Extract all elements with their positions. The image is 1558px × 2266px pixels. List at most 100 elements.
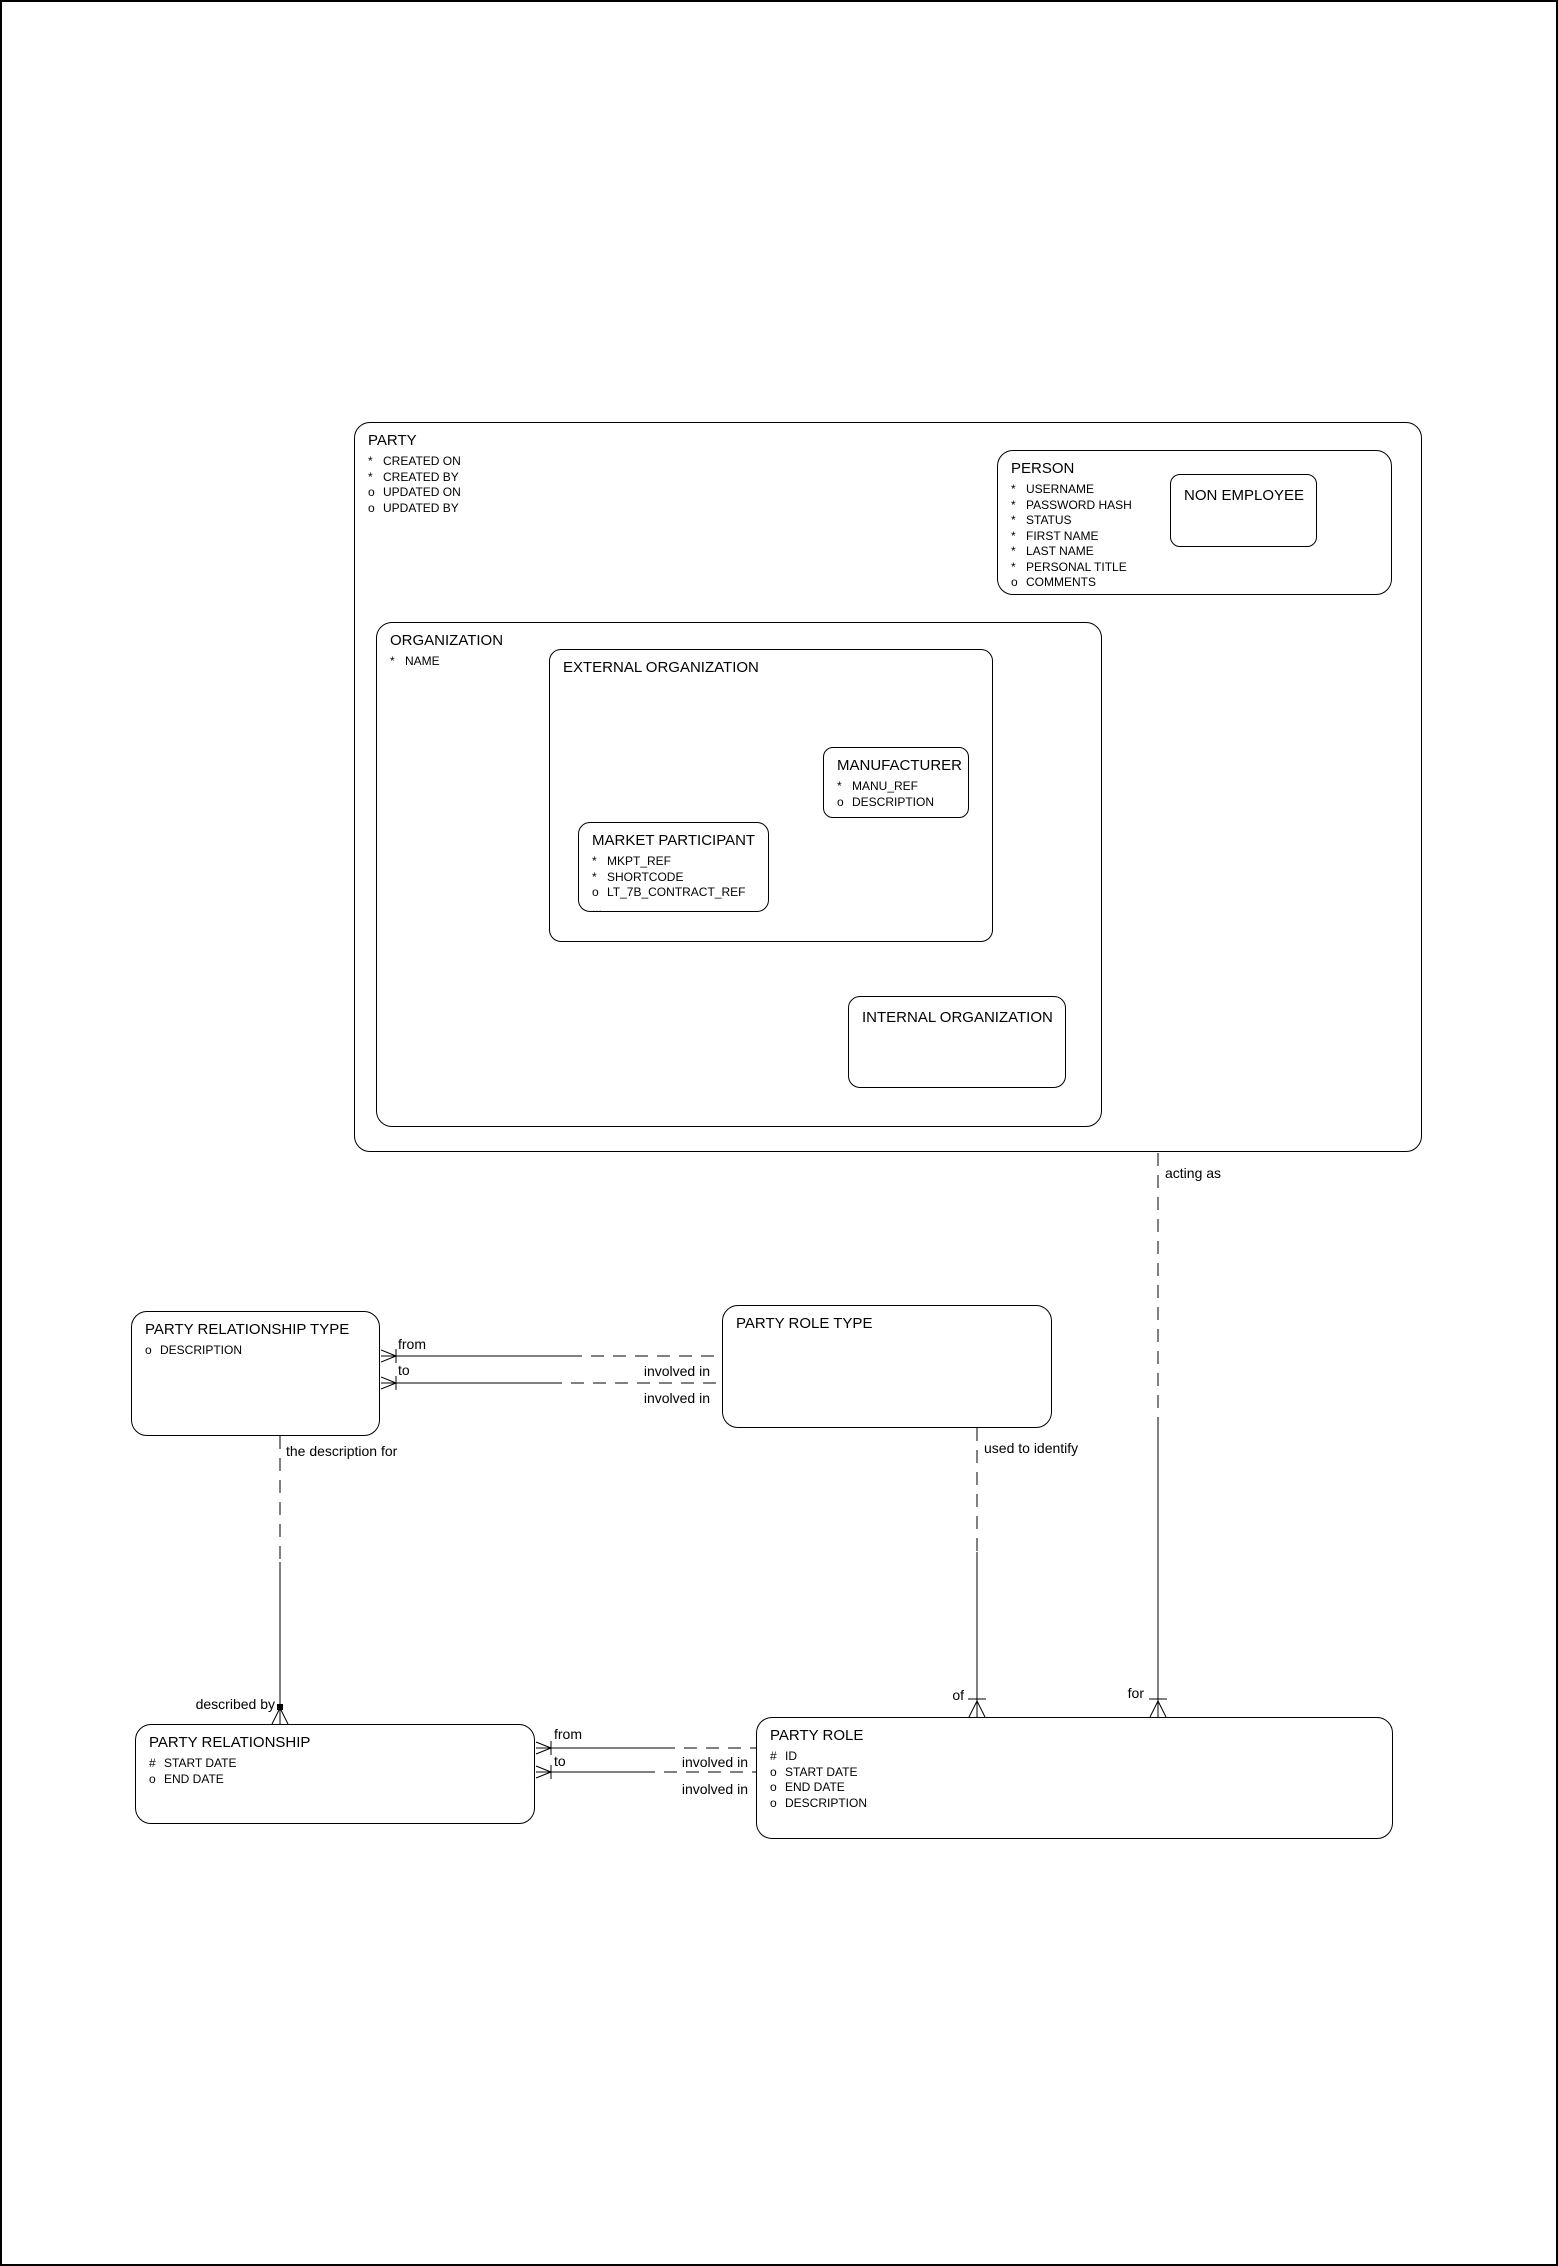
attr-marker: *: [1011, 544, 1016, 558]
attribute-row: * LAST NAME: [1011, 544, 1383, 560]
attribute-row: * PERSONAL TITLE: [1011, 560, 1383, 576]
relationship-label-of: of: [952, 1687, 964, 1703]
attr-name: MKPT_REF: [607, 854, 672, 868]
entity-party-relationship: PARTY RELATIONSHIP # START DATE o END DATE: [135, 1724, 535, 1824]
relationship-from-bottom: [535, 1741, 756, 1755]
attr-name: ID: [785, 1749, 797, 1763]
relationship-label-for: for: [1127, 1685, 1144, 1701]
attr-marker: o: [592, 885, 599, 899]
attr-name: END DATE: [785, 1780, 845, 1794]
entity-title: PARTY RELATIONSHIP TYPE: [145, 1321, 350, 1338]
relationship-label-involved-in: involved in: [643, 1390, 710, 1406]
entity-title: PERSON: [1011, 460, 1075, 477]
attribute-row: * PASSWORD HASH: [1011, 498, 1383, 514]
attr-marker: *: [1011, 559, 1016, 574]
relationship-from-top: [380, 1349, 722, 1363]
entity-title: MARKET PARTICIPANT: [592, 832, 756, 849]
attribute-row: o UPDATED BY: [368, 501, 1413, 517]
attribute-row: * CREATED BY: [368, 470, 1413, 486]
attribute-row: * USERNAME: [1011, 482, 1383, 498]
attr-name: USERNAME: [1026, 482, 1095, 496]
attr-marker: o: [149, 1771, 156, 1786]
attribute-row: *STATUS: [1011, 513, 1383, 529]
relationship-label-involved-in: involved in: [681, 1781, 748, 1797]
attr-marker: *: [1011, 482, 1016, 496]
attr-marker: *: [368, 469, 373, 484]
attribute-row: ...: [592, 901, 760, 917]
attr-marker: *: [1011, 513, 1016, 527]
relationship-label-from: from: [398, 1336, 426, 1352]
attr-marker: o: [368, 500, 375, 515]
attr-name: DESCRIPTION: [785, 1795, 868, 1810]
entity-title: INTERNAL ORGANIZATION: [862, 1009, 1053, 1026]
attribute-row: * SHORTCODE: [592, 870, 760, 886]
entity-title: PARTY: [368, 432, 417, 449]
attribute-row: o UPDATED ON: [368, 485, 1413, 501]
attribute-row: o END DATE: [770, 1780, 1384, 1796]
attr-name: LAST NAME: [1026, 544, 1094, 558]
relationship-label-the-description-for: the description for: [286, 1443, 398, 1459]
attr-marker: *: [1011, 528, 1016, 543]
relationship-label-used-to-identify: used to identify: [984, 1440, 1079, 1456]
entity-market-participant: MARKET PARTICIPANT *MKPT_REF *SHORTCODE …: [578, 822, 769, 915]
relationship-used-to-identify: [968, 1428, 986, 1718]
attr-marker: *: [592, 869, 597, 884]
attr-marker: o: [770, 1780, 777, 1794]
attr-marker: o: [368, 485, 375, 499]
relationship-described-by: [271, 1436, 289, 1725]
relationship-label-described-by: described by: [195, 1696, 275, 1712]
attr-name: COMMENTS: [1026, 575, 1096, 589]
attr-name: MANU_REF: [852, 779, 919, 793]
attribute-row: o END DATE: [149, 1772, 526, 1788]
attr-name: LT_7B_CONTRACT_REF: [607, 885, 746, 899]
relationship-acting-as: [1149, 1153, 1167, 1718]
entity-title: MANUFACTURER: [837, 757, 963, 774]
attr-marker: #: [149, 1756, 156, 1770]
attribute-row: o LT_7B_CONTRACT_REF: [592, 885, 760, 901]
attribute-row: *FIRST NAME: [1011, 529, 1383, 545]
entity-title: PARTY RELATIONSHIP: [149, 1734, 311, 1751]
attr-name: START DATE: [785, 1764, 858, 1779]
attr-name: END DATE: [164, 1771, 224, 1786]
attr-marker: #: [770, 1749, 777, 1763]
entity-title: ORGANIZATION: [390, 632, 504, 649]
attribute-row: * MANU_REF: [837, 779, 960, 795]
relationship-label-to: to: [398, 1362, 410, 1378]
attribute-row: * NAME: [390, 654, 1093, 670]
relationship-label-involved-in: involved in: [681, 1754, 748, 1770]
attr-name: UPDATED ON: [383, 485, 461, 499]
relationship-label-involved-in: involved in: [643, 1363, 710, 1379]
attr-marker: ...: [592, 900, 603, 915]
entity-non-employee: NON EMPLOYEE: [1170, 474, 1317, 547]
entity-internal-organization: INTERNAL ORGANIZATION: [848, 996, 1066, 1088]
attr-name: SHORTCODE: [607, 869, 684, 884]
attribute-row: # START DATE: [149, 1756, 526, 1772]
attr-name: PASSWORD HASH: [1026, 497, 1132, 512]
attr-marker: o: [1011, 575, 1018, 589]
attr-marker: *: [390, 654, 395, 668]
attribute-row: # ID: [770, 1749, 1384, 1765]
entity-title: NON EMPLOYEE: [1184, 487, 1305, 504]
attr-marker: o: [770, 1764, 777, 1779]
attr-name: UPDATED BY: [383, 500, 459, 515]
attr-marker: *: [592, 854, 597, 868]
attr-name: PERSONAL TITLE: [1026, 559, 1127, 574]
entity-title: PARTY ROLE TYPE: [736, 1315, 873, 1332]
attr-name: DESCRIPTION: [160, 1343, 243, 1357]
attribute-row: * MKPT_REF: [592, 854, 760, 870]
attr-marker: *: [837, 779, 842, 793]
attr-name: DESCRIPTION: [852, 794, 935, 809]
attr-name: CREATED BY: [383, 469, 459, 484]
attribute-row: o COMMENTS: [1011, 575, 1383, 591]
entity-title: EXTERNAL ORGANIZATION: [563, 659, 759, 676]
entity-party-role-type: PARTY ROLE TYPE: [722, 1305, 1052, 1428]
attr-name: NAME: [405, 654, 440, 668]
attr-marker: *: [1011, 497, 1016, 512]
attr-name: START DATE: [164, 1756, 237, 1770]
